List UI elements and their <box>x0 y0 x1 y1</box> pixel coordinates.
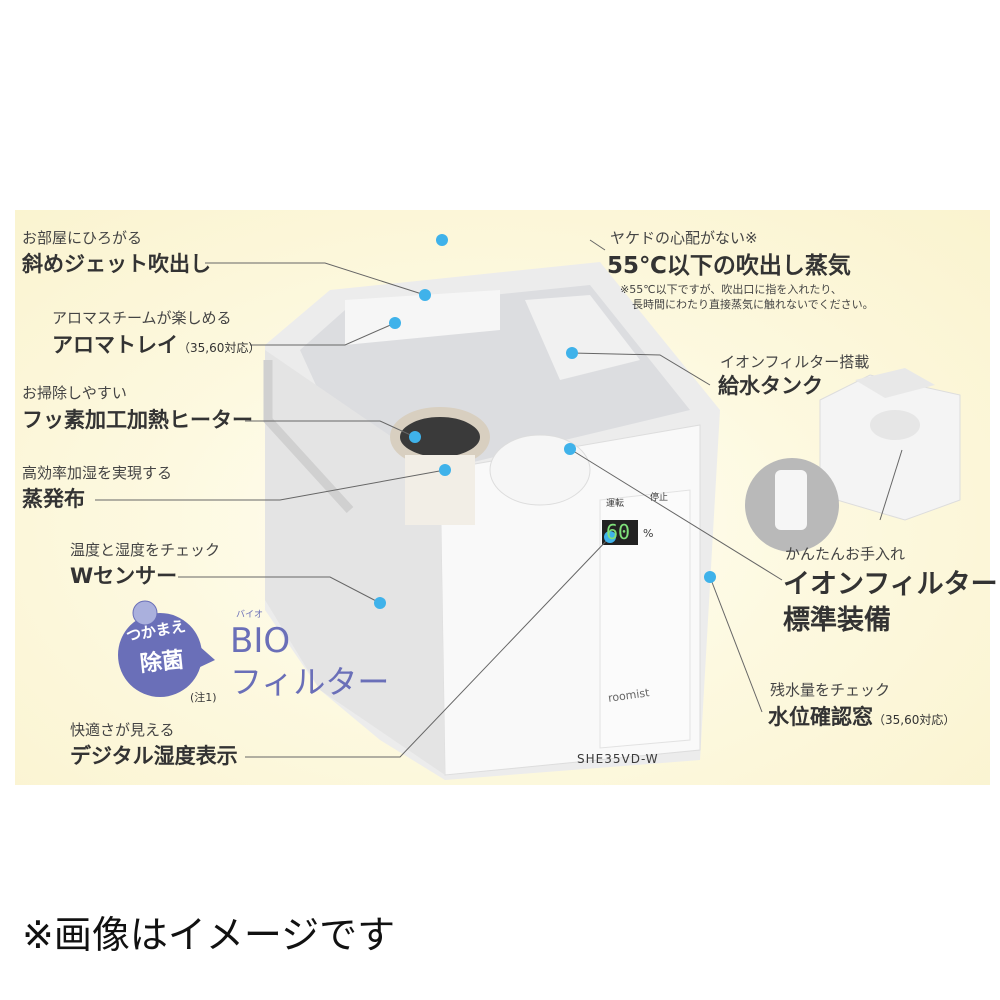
callout-main-2: 標準装備 <box>783 605 891 636</box>
callout-main: Wセンサー <box>70 564 178 588</box>
callout-sub: 温度と湿度をチェック <box>70 541 221 559</box>
callout-sub: お掃除しやすい <box>22 384 127 402</box>
model-number: SHE35VD-W <box>577 752 659 766</box>
run-label: 運転 <box>606 499 625 509</box>
callout-main: 斜めジェット吹出し <box>22 252 211 276</box>
callout-main: 給水タンク <box>718 374 823 398</box>
callout-sub: 残水量をチェック <box>770 681 891 699</box>
callout-suffix: （35,60対応） <box>178 341 261 355</box>
callout-sub: お部屋にひろがる <box>22 229 143 247</box>
callout-main: フッ素加工加熱ヒーター <box>22 408 253 432</box>
bio-note: (注1) <box>190 691 217 704</box>
callout-sub: アロマスチームが楽しめる <box>52 309 232 327</box>
callout-sub: かんたんお手入れ <box>785 545 906 563</box>
humidity-unit: % <box>643 527 654 540</box>
callout-sub: 高効率加湿を実現する <box>22 464 173 482</box>
bio-title-2: フィルター <box>230 663 390 701</box>
image-disclaimer: ※画像はイメージです <box>22 913 396 957</box>
callout-dots <box>374 234 716 609</box>
bio-badge <box>118 600 215 697</box>
humidifier-body <box>263 262 720 780</box>
callout-main: デジタル湿度表示 <box>70 744 238 768</box>
callout-sub: イオンフィルター搭載 <box>720 353 870 371</box>
callout-main: イオンフィルター <box>783 569 998 600</box>
callout-main: 水位確認窓（35,60対応） <box>768 705 956 729</box>
bio-title: BIO <box>230 621 291 661</box>
leader-lines <box>95 239 903 758</box>
water-tank-image <box>819 368 961 521</box>
callout-sub: ヤケドの心配がない※ <box>610 229 758 247</box>
bio-badge-line2: 除菌 <box>138 647 186 678</box>
callout-sub: 快適さが見える <box>70 721 175 739</box>
callout-main-text: 水位確認窓 <box>768 705 873 729</box>
ion-filter-image <box>745 458 839 552</box>
bio-ruby: バイオ <box>236 610 264 620</box>
callout-main: 蒸発布 <box>22 487 85 511</box>
humidity-display: 60 <box>606 520 631 544</box>
callout-main: 55℃以下の吹出し蒸気 <box>607 253 851 279</box>
callout-main-text: アロマトレイ <box>52 333 178 357</box>
callout-note: 長時間にわたり直接蒸気に触れないでください。 <box>632 298 874 311</box>
callout-main: アロマトレイ（35,60対応） <box>52 333 261 357</box>
stop-label: 停止 <box>650 493 669 503</box>
callout-note: ※55℃以下ですが、吹出口に指を入れたり、 <box>620 283 842 296</box>
callout-suffix: （35,60対応） <box>873 713 956 727</box>
